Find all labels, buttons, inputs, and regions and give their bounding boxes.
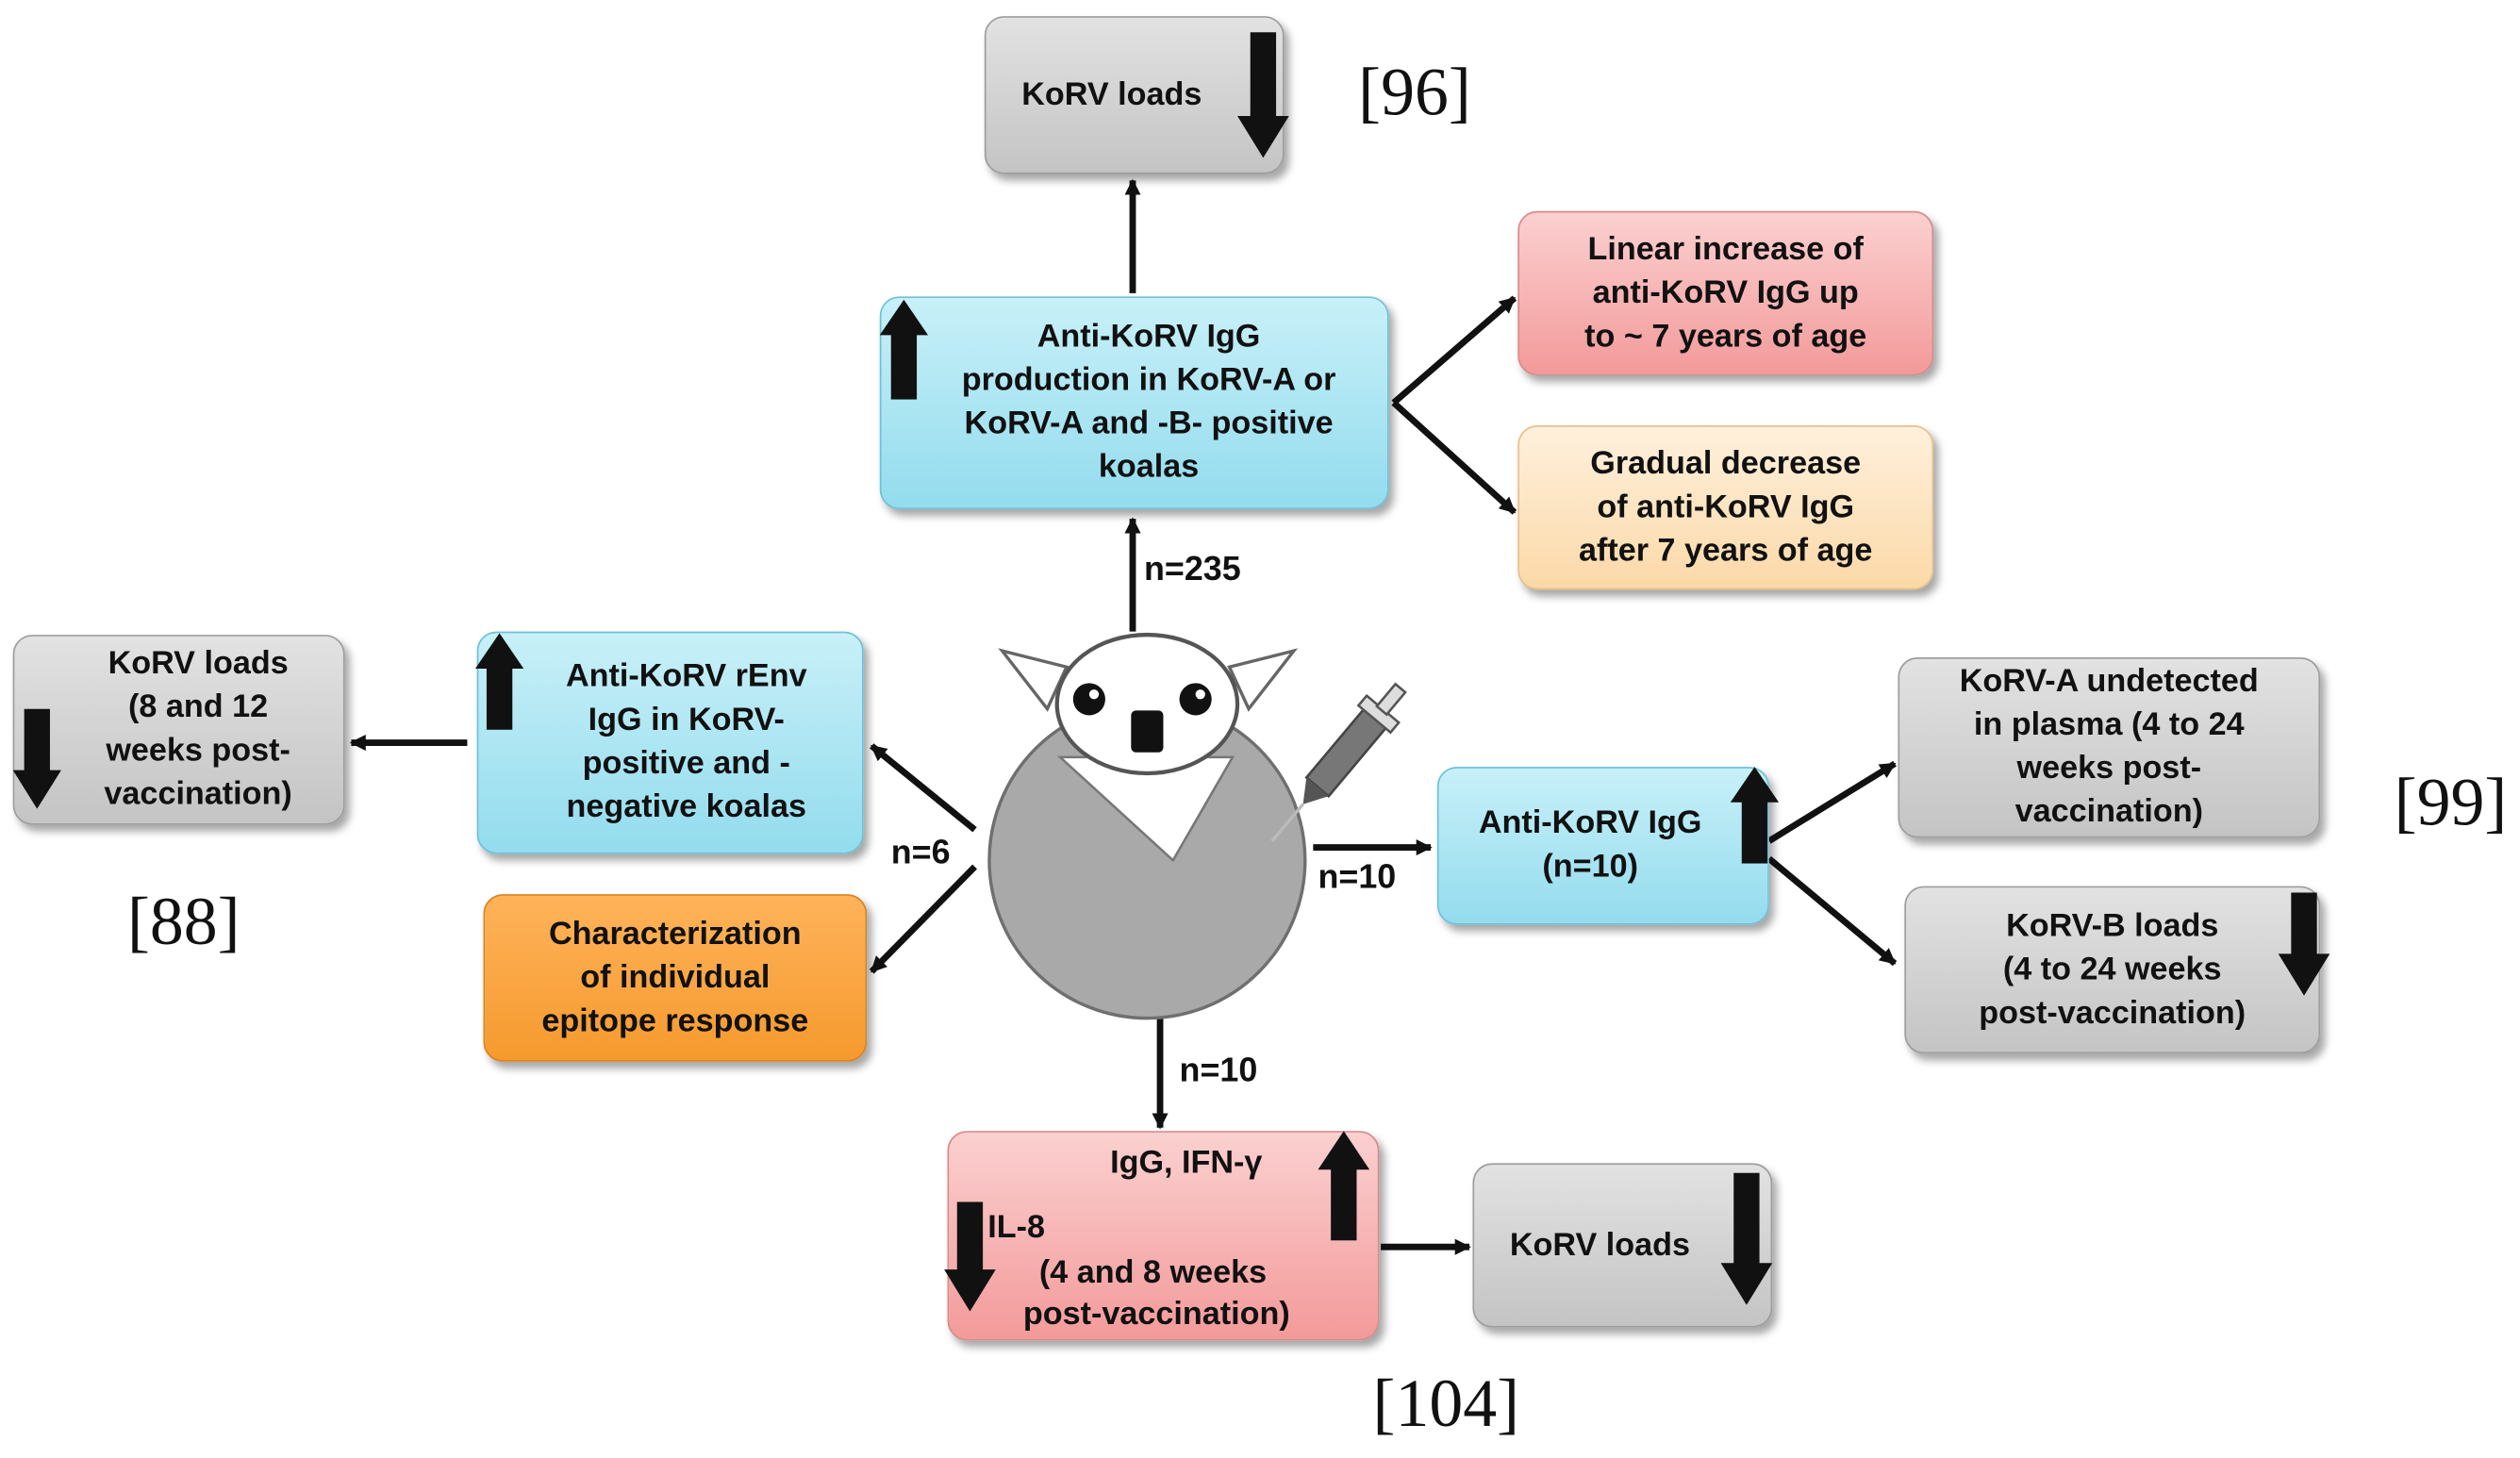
cytokines-down-text: IL-8 <box>987 1209 1046 1246</box>
node-text: anti-KoRV IgG up <box>1592 274 1859 310</box>
up-arrow-icon <box>1318 1131 1370 1241</box>
up-arrow-icon <box>879 299 929 400</box>
node-text: weeks post- <box>2016 751 2202 787</box>
edge-top-to-gradual-decrease <box>1391 400 1517 515</box>
node-text: of anti-KoRV IgG <box>1597 489 1855 525</box>
edge-label-right: n=10 <box>1318 858 1397 896</box>
edge-label-left: n=6 <box>890 834 951 872</box>
koala-illustration <box>987 632 1407 1020</box>
node-text: vaccination) <box>2014 794 2203 830</box>
node-text: Anti-KoRV rEnv <box>565 658 807 695</box>
renv-igg-box: Anti-KoRV rEnv IgG in KoRV- positive and… <box>476 631 864 854</box>
down-arrow-icon <box>1237 32 1289 158</box>
node-text: KoRV loads <box>108 646 289 682</box>
node-text: KoRV-A and -B- positive <box>964 406 1334 442</box>
down-arrow-icon <box>2278 892 2330 996</box>
characterization-box: Characterization of individual epitope r… <box>483 894 868 1062</box>
node-text: vaccination) <box>104 776 292 812</box>
reference-bottom: [104] <box>1372 1367 1519 1442</box>
node-text: Linear increase of <box>1587 231 1864 267</box>
node-text: Gradual decrease <box>1590 445 1862 481</box>
reference-top: [96] <box>1358 56 1471 131</box>
node-text: production in KoRV-A or <box>961 362 1336 398</box>
node-text: of individual <box>580 959 771 995</box>
node-text: (4 and 8 weeks <box>1038 1254 1268 1291</box>
node-text: KoRV loads <box>1021 76 1202 112</box>
edge-top-to-linear-increase <box>1391 295 1517 406</box>
up-arrow-icon <box>1730 767 1780 864</box>
node-text: (8 and 12 <box>128 689 269 725</box>
down-arrow-icon <box>944 1201 996 1312</box>
korv-a-undetected-box: KoRV-A undetected in plasma (4 to 24 wee… <box>1898 656 2321 838</box>
node-text: post-vaccination) <box>1979 994 2246 1031</box>
node-text: in plasma (4 to 24 <box>1973 706 2245 743</box>
node-text: koalas <box>1098 449 1200 486</box>
cytokines-up-text: IgG, IFN-γ <box>1110 1145 1263 1182</box>
node-text: negative koalas <box>566 789 807 825</box>
node-text: positive and - <box>582 745 790 782</box>
anti-korv-igg-right-box: Anti-KoRV IgG (n=10) <box>1436 767 1769 925</box>
node-text: after 7 years of age <box>1578 532 1873 569</box>
antibody-production-box: Anti-KoRV IgG production in KoRV-A or Ko… <box>879 296 1389 509</box>
node-text: post-vaccination) <box>1022 1297 1290 1333</box>
reference-right: [99] <box>2394 767 2508 841</box>
node-text: Anti-KoRV IgG <box>1478 805 1702 841</box>
edge-label-top: n=235 <box>1143 551 1241 588</box>
korv-loads-bottom-box: KoRV loads <box>1472 1163 1773 1328</box>
edge-label-bottom: n=10 <box>1179 1052 1258 1089</box>
node-text: Characterization <box>548 916 802 952</box>
node-text: Anti-KoRV IgG <box>1036 319 1261 355</box>
gradual-decrease-box: Gradual decrease of anti-KoRV IgG after … <box>1517 424 1934 590</box>
node-text: (n=10) <box>1542 849 1638 885</box>
node-text: KoRV loads <box>1509 1226 1691 1263</box>
node-text: IgG in KoRV- <box>588 702 785 738</box>
node-text: to ~ 7 years of age <box>1584 318 1867 354</box>
korv-b-loads-box: KoRV-B loads (4 to 24 weeks post-vaccina… <box>1904 886 2321 1054</box>
node-text: weeks post- <box>106 733 290 769</box>
edge-center-to-characterization <box>869 864 978 974</box>
edge-center-to-renv <box>870 743 977 833</box>
korv-loads-left-box: KoRV loads (8 and 12 weeks post- vaccina… <box>12 635 345 825</box>
cytokines-box: IgG, IFN-γ IL-8 (4 and 8 weeks post-vacc… <box>947 1131 1380 1341</box>
up-arrow-icon <box>474 633 524 730</box>
reference-left: [88] <box>126 886 240 961</box>
node-text: (4 to 24 weeks <box>2002 951 2222 987</box>
edge-right-igg-to-korv-b <box>1766 855 1898 967</box>
node-text: KoRV-B loads <box>2006 907 2219 944</box>
syringe-icon <box>1270 682 1407 843</box>
linear-increase-box: Linear increase of anti-KoRV IgG up to ~… <box>1517 210 1934 376</box>
node-text: epitope response <box>541 1002 809 1038</box>
down-arrow-icon <box>12 708 61 809</box>
edge-right-igg-to-korv-a <box>1767 760 1897 844</box>
node-text: KoRV-A undetected <box>1959 663 2259 700</box>
down-arrow-icon <box>1720 1172 1773 1305</box>
korv-loads-top-box: KoRV loads <box>984 16 1285 174</box>
